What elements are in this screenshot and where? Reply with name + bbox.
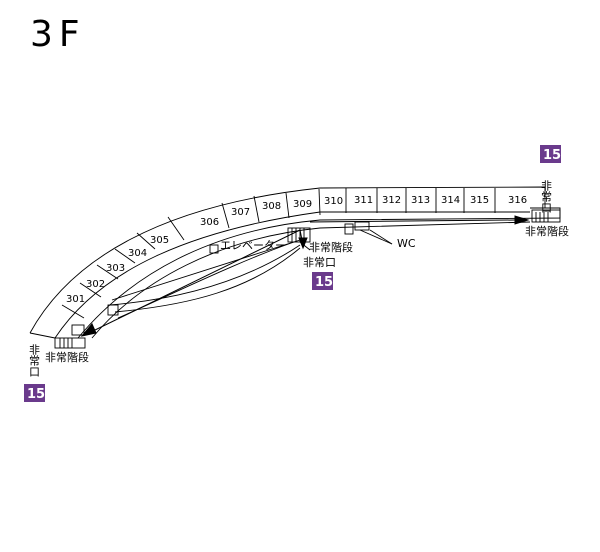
svg-text:15: 15 bbox=[543, 148, 561, 163]
room-313: 313 bbox=[411, 195, 430, 206]
corridor bbox=[77, 207, 561, 339]
room-311: 311 bbox=[354, 195, 373, 206]
label-exit-right: 非常口 bbox=[540, 180, 553, 213]
exit-badge-middle: 15 bbox=[312, 272, 333, 290]
room-308: 308 bbox=[262, 201, 281, 212]
exit-badge-left: 15 bbox=[24, 384, 45, 402]
room-312: 312 bbox=[382, 195, 401, 206]
building-outline-outer bbox=[29, 186, 546, 334]
label-elevator: エレベーター bbox=[220, 239, 286, 252]
room-310: 310 bbox=[324, 196, 343, 207]
room-303: 303 bbox=[106, 263, 125, 274]
room-302: 302 bbox=[86, 279, 105, 290]
room-314: 314 bbox=[441, 195, 460, 206]
label-stairs-left: 非常階段 bbox=[45, 350, 89, 364]
svg-text:15: 15 bbox=[27, 387, 45, 402]
room-309: 309 bbox=[293, 199, 312, 210]
label-exit-middle: 非常口 bbox=[303, 256, 336, 269]
room-304: 304 bbox=[128, 248, 147, 259]
svg-text:15: 15 bbox=[315, 275, 333, 290]
room-315: 315 bbox=[470, 195, 489, 206]
room-307: 307 bbox=[231, 207, 250, 218]
label-wc: WC bbox=[397, 237, 416, 250]
room-306: 306 bbox=[200, 217, 219, 228]
room-301: 301 bbox=[66, 294, 85, 305]
room-305: 305 bbox=[150, 235, 169, 246]
label-stairs-middle: 非常階段 bbox=[309, 240, 353, 254]
exit-badge-right: 15 bbox=[540, 145, 561, 163]
building-outline-inner bbox=[54, 211, 530, 339]
room-316: 316 bbox=[508, 195, 527, 206]
label-exit-left: 非常口 bbox=[28, 344, 41, 377]
floor-title: 3F bbox=[30, 14, 86, 55]
label-stairs-right: 非常階段 bbox=[525, 224, 569, 238]
atrium bbox=[109, 239, 301, 319]
